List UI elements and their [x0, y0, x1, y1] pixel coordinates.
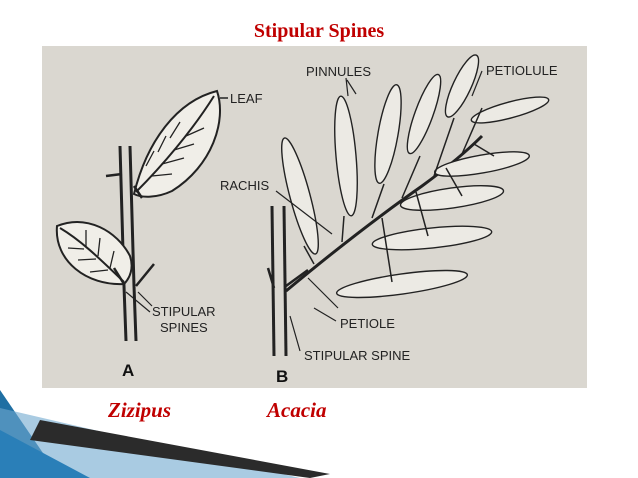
- stipular-spines-figure: LEAF STIPULAR SPINES A: [55, 54, 558, 386]
- acacia-drawing: [266, 54, 550, 357]
- label-stipular: STIPULAR: [152, 304, 216, 319]
- acacia-rachis: [285, 134, 484, 293]
- label-spines: SPINES: [160, 320, 208, 335]
- label-pinnules: PINNULES: [306, 64, 371, 79]
- botanical-illustration: LEAF STIPULAR SPINES A: [42, 46, 587, 388]
- label-petiole: PETIOLE: [340, 316, 395, 331]
- slide-title: Stipular Spines: [253, 20, 385, 42]
- caption-acacia: Acacia: [267, 398, 327, 422]
- decorative-swoosh: [0, 390, 330, 478]
- label-leaf: LEAF: [230, 91, 263, 106]
- label-panel-b: B: [276, 367, 288, 386]
- label-panel-a: A: [122, 361, 134, 380]
- zizipus-drawing: [55, 89, 228, 342]
- label-petiolule: PETIOLULE: [486, 63, 558, 78]
- label-stipular-spine: STIPULAR SPINE: [304, 348, 411, 363]
- caption-zizipus: Zizipus: [108, 398, 172, 422]
- label-rachis: RACHIS: [220, 178, 269, 193]
